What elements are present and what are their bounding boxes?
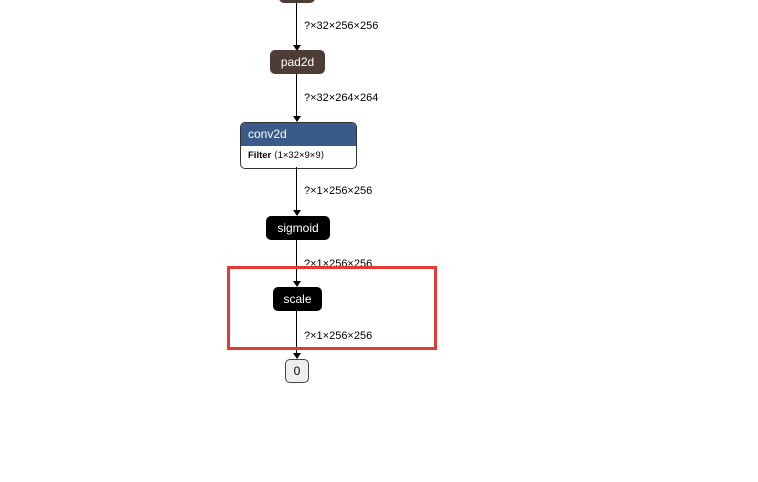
- scale-node[interactable]: scale: [273, 287, 322, 311]
- output-node[interactable]: 0: [285, 359, 309, 383]
- edge-arrow: [293, 116, 301, 122]
- edge-arrow: [293, 353, 301, 359]
- edge-label: ?×1×256×256: [304, 330, 373, 342]
- edge-line: [296, 74, 297, 119]
- sigmoid-node[interactable]: sigmoid: [266, 216, 330, 240]
- conv2d-title: conv2d: [241, 123, 356, 146]
- edge-line: [296, 311, 297, 356]
- edge-arrow: [293, 45, 301, 51]
- edge-line: [296, 167, 297, 213]
- edge-line: [296, 3, 297, 47]
- edge-arrow: [293, 281, 301, 287]
- attr-name: Filter: [248, 150, 272, 161]
- edge-label: ?×1×256×256: [304, 185, 373, 197]
- previous-node[interactable]: [279, 0, 315, 3]
- pad2d-node[interactable]: pad2d: [270, 50, 325, 74]
- edge-label: ?×32×264×264: [304, 92, 379, 104]
- edge-label: ?×32×256×256: [304, 20, 379, 32]
- edge-arrow: [293, 210, 301, 216]
- conv2d-node[interactable]: conv2d Filter ⟨1×32×9×9⟩: [240, 122, 357, 169]
- attr-value: ⟨1×32×9×9⟩: [273, 150, 325, 161]
- conv2d-attribute: Filter ⟨1×32×9×9⟩: [241, 146, 356, 165]
- highlight-box: [227, 266, 437, 350]
- edge-line: [296, 240, 297, 284]
